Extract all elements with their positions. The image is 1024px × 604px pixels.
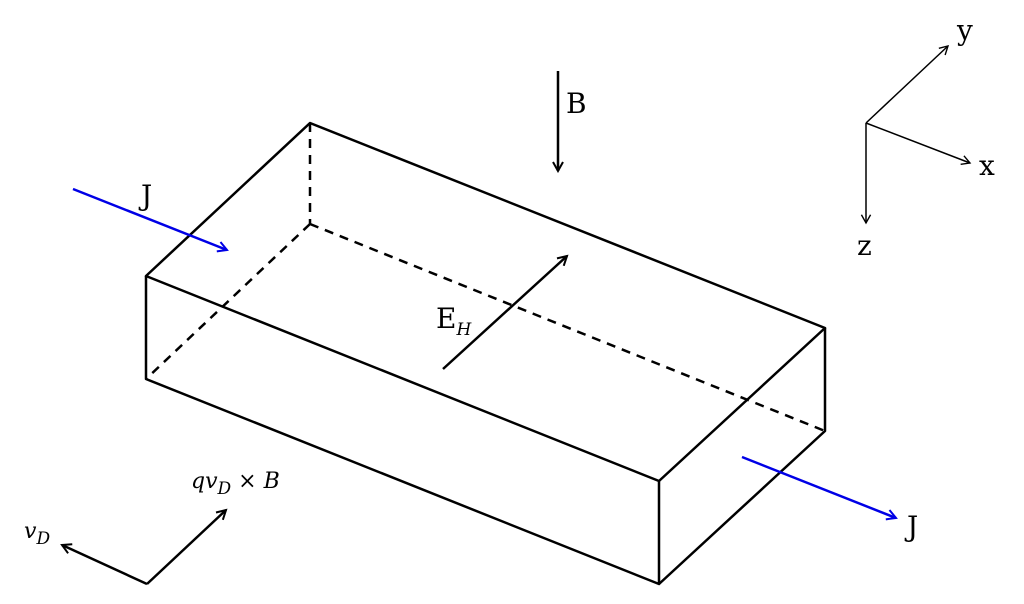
slab-front-face [144,276,661,586]
lorentz-force-label: qvD × B [191,469,280,499]
lorentz-force-arrow [146,510,226,585]
slab-outline [144,121,827,586]
current-in-label: J [138,179,152,212]
hidden-edge-left [145,223,311,380]
current-out-label: J [904,510,918,543]
b-field-label: B [566,87,587,120]
hidden-edges [145,123,826,433]
axis-y-arrow [865,45,950,124]
hall-field-label: EH [436,302,472,340]
slab-top-face [144,121,827,483]
axis-y-label: y [956,14,973,47]
axis-z-label: z [857,229,872,262]
drift-velocity-label: vD [24,519,50,549]
hall-field-arrow [442,256,567,370]
coordinate-axes [860,45,972,225]
drift-velocity-arrow [62,545,148,586]
hidden-edge-back [309,222,826,433]
current-in-arrow [72,187,227,250]
axis-x-arrow [865,122,972,165]
current-out-arrow [741,455,896,518]
slab-right-face [658,328,827,585]
axis-x-label: x [979,149,995,182]
